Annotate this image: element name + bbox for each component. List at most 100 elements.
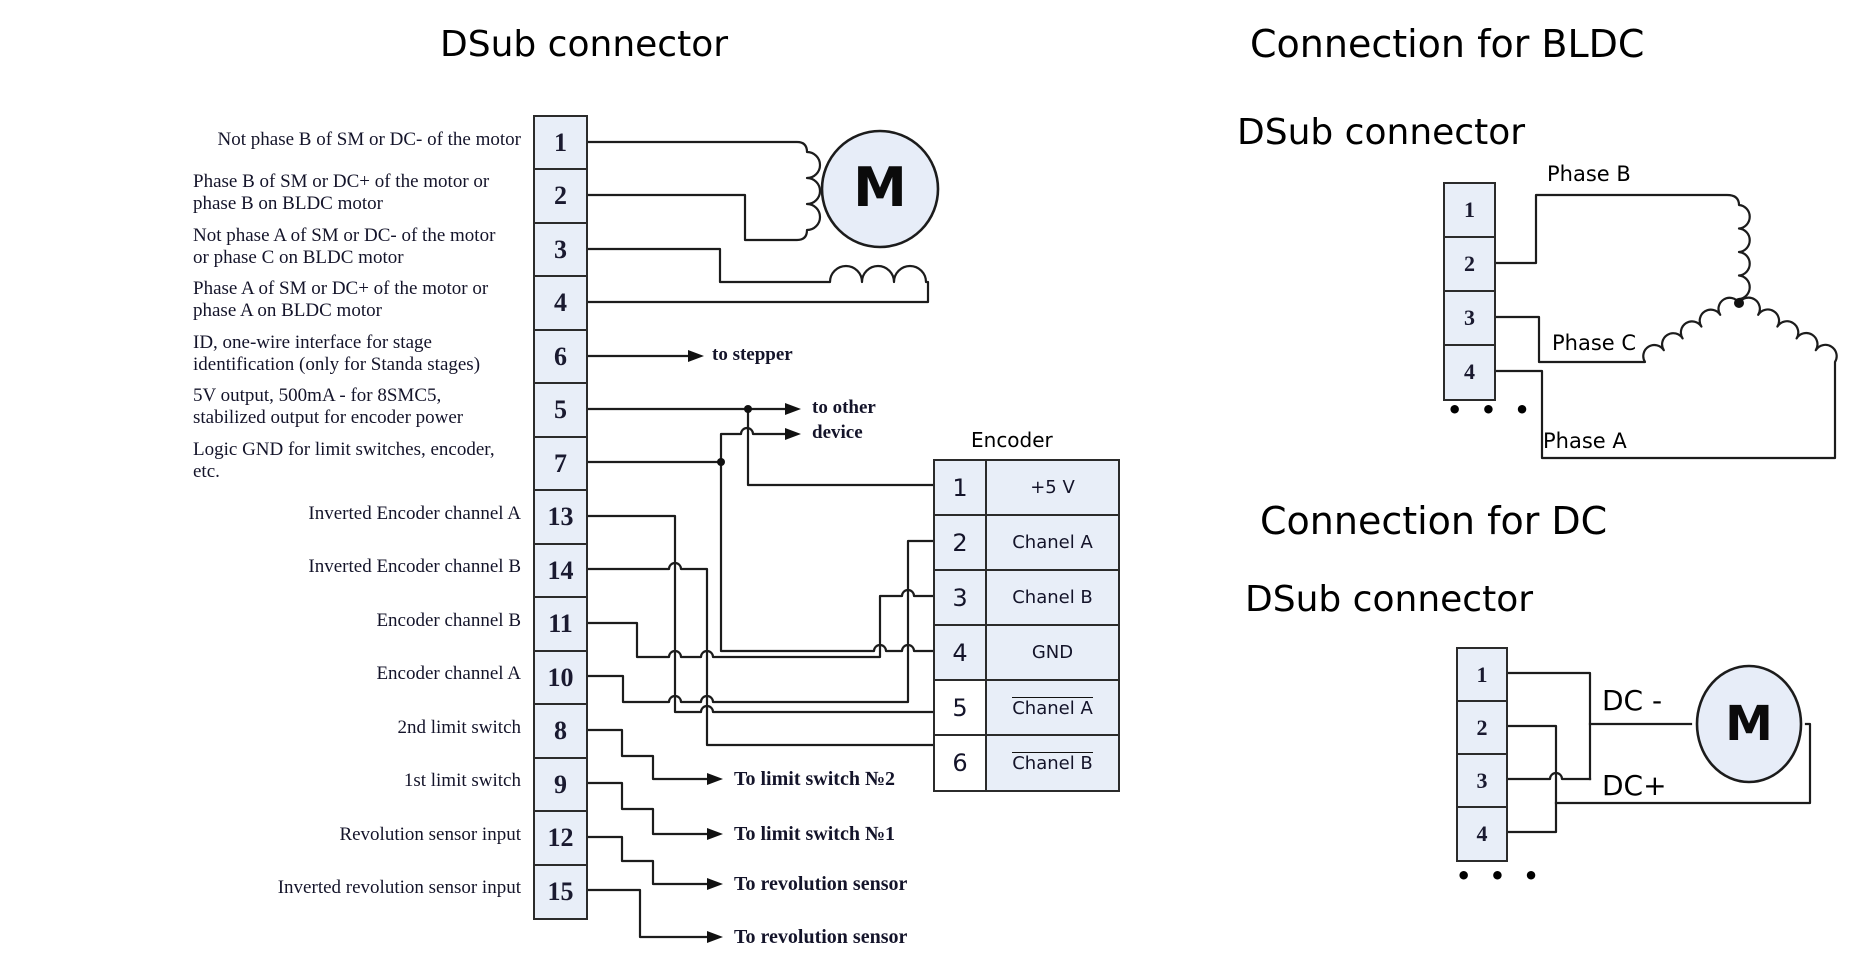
arrow-to-stepper bbox=[688, 350, 704, 362]
dsub-pin-cell-9-number: 9 bbox=[554, 769, 567, 799]
annotation-to-other: to other bbox=[812, 397, 876, 418]
pin-label-13-line-1: Inverted Encoder channel A bbox=[308, 503, 521, 524]
dsub-pin-cell-12-number: 12 bbox=[547, 823, 574, 853]
pin-label-5-line-2: stabilized output for encoder power bbox=[193, 407, 464, 428]
dsub-pin-cell-5: 5 bbox=[533, 382, 588, 439]
pin-label-8: 2nd limit switch bbox=[193, 717, 522, 739]
dc-minus-label: DC - bbox=[1602, 684, 1663, 717]
arrow-limit1 bbox=[707, 828, 723, 840]
bldc-title: Connection for BLDC bbox=[1250, 22, 1645, 66]
pin-label-8-line-1: 2nd limit switch bbox=[397, 717, 522, 738]
pin-label-11: Encoder channel B bbox=[193, 610, 521, 632]
dsub-pin-cell-2-number: 2 bbox=[554, 181, 567, 211]
pin-label-9-line-1: 1st limit switch bbox=[403, 770, 521, 791]
bldc-pin-cell-1: 1 bbox=[1443, 182, 1496, 239]
dc-pin-cell-2-number: 2 bbox=[1476, 714, 1488, 740]
pin-label-10: Encoder channel A bbox=[193, 663, 521, 685]
pin-label-10-line-1: Encoder channel A bbox=[376, 663, 521, 684]
bldc-pin-cell-3-number: 3 bbox=[1464, 305, 1475, 331]
pin-label-13: Inverted Encoder channel A bbox=[193, 503, 521, 525]
dsub-pin-cell-10: 10 bbox=[533, 650, 588, 706]
annotation-revolution-sensor-top: To revolution sensor bbox=[734, 873, 908, 895]
dsub-pin-cell-7-number: 7 bbox=[554, 448, 567, 478]
dsub-pin-cell-6: 6 bbox=[533, 329, 588, 385]
dsub-pin-cell-5-number: 5 bbox=[554, 395, 567, 425]
wire-pin12-revsensor bbox=[586, 835, 709, 886]
pin-label-12: Revolution sensor input bbox=[193, 824, 521, 846]
dc-pin-cell-3: 3 bbox=[1456, 753, 1508, 809]
pin-label-3-line-1: Not phase A of SM or DC- of the motor bbox=[193, 225, 496, 246]
pin-label-14: Inverted Encoder channel B bbox=[193, 556, 521, 578]
encoder-title: Encoder bbox=[971, 428, 1053, 452]
bldc-pin-cell-1-number: 1 bbox=[1464, 197, 1475, 223]
dsub-pin-cell-3: 3 bbox=[533, 222, 588, 278]
stepper-motor-label: M bbox=[853, 156, 907, 219]
bldc-connector-ellipsis: • • • bbox=[1447, 396, 1535, 424]
pin-label-15: Inverted revolution sensor input bbox=[193, 877, 521, 899]
dsub-pin-cell-1-number: 1 bbox=[554, 127, 567, 157]
arrow-rev-top bbox=[707, 878, 723, 890]
wire-dc-pin1 bbox=[1506, 671, 1592, 781]
wire-pin13-to-encoder5 bbox=[586, 514, 935, 714]
encoder-row-3-number: 3 bbox=[935, 571, 987, 625]
encoder-row-3-signal: Chanel B bbox=[1012, 587, 1093, 609]
wire-pin9-limit1 bbox=[586, 781, 709, 836]
encoder-row-5-number: 5 bbox=[935, 681, 987, 735]
dc-pin-cell-2: 2 bbox=[1456, 700, 1508, 756]
arrow-device bbox=[785, 428, 801, 440]
dc-pin-cell-3-number: 3 bbox=[1476, 767, 1488, 793]
dsub-pin-cell-9: 9 bbox=[533, 757, 588, 813]
encoder-row-1-label: +5 V bbox=[987, 461, 1118, 515]
phase-c-label: Phase C bbox=[1552, 331, 1637, 355]
dsub-pin-cell-12: 12 bbox=[533, 810, 588, 867]
pin-label-6-line-2: identification (only for Standa stages) bbox=[193, 354, 481, 375]
dsub-pin-cell-13-number: 13 bbox=[547, 502, 574, 532]
left-diagram-title: DSub connector bbox=[440, 24, 729, 65]
dsub-pin-cell-14-number: 14 bbox=[547, 555, 574, 585]
dsub-pin-cell-4-number: 4 bbox=[554, 288, 567, 318]
bldc-pin-cell-3: 3 bbox=[1443, 290, 1496, 347]
encoder-row-5-label: Chanel A bbox=[987, 681, 1118, 735]
pin-label-12-line-1: Revolution sensor input bbox=[339, 824, 521, 845]
bldc-star-windings bbox=[1494, 193, 1838, 460]
pin-label-5: 5V output, 500mA - for 8SMC5,stabilized … bbox=[193, 385, 521, 429]
encoder-row-4-label: GND bbox=[987, 626, 1118, 680]
bldc-subtitle: DSub connector bbox=[1237, 112, 1526, 153]
encoder-row-3: 3 Chanel B bbox=[933, 569, 1120, 627]
encoder-row-3-label: Chanel B bbox=[987, 571, 1118, 625]
arrow-to-other bbox=[785, 403, 801, 415]
pin-label-14-line-1: Inverted Encoder channel B bbox=[308, 556, 521, 577]
dsub-pin-cell-6-number: 6 bbox=[554, 341, 567, 371]
dsub-pin-cell-8-number: 8 bbox=[554, 716, 567, 746]
encoder-row-6-signal: Chanel B bbox=[1012, 751, 1093, 774]
pin-label-7-line-1: Logic GND for limit switches, encoder, bbox=[193, 439, 495, 460]
pin-label-4-line-2: phase A on BLDC motor bbox=[193, 300, 382, 321]
wire-dc-pins2-4 bbox=[1506, 724, 1558, 834]
wire-pin10-to-encoder2 bbox=[586, 539, 935, 704]
wire-pin8-limit2 bbox=[586, 728, 709, 781]
encoder-row-4-signal: GND bbox=[1031, 642, 1074, 664]
phase-b-label: Phase B bbox=[1547, 162, 1631, 186]
dsub-pin-cell-13: 13 bbox=[533, 489, 588, 546]
wire-phase-b-winding bbox=[586, 140, 822, 242]
dc-connector-ellipsis: • • • bbox=[1456, 862, 1544, 890]
encoder-row-1-signal: +5 V bbox=[1030, 477, 1075, 499]
wire-pin7-to-encoder4 bbox=[719, 460, 935, 653]
arrow-rev-bottom bbox=[707, 931, 723, 943]
encoder-row-4-number: 4 bbox=[935, 626, 987, 680]
bldc-pin-cell-2-number: 2 bbox=[1464, 251, 1475, 277]
dsub-pin-cell-14: 14 bbox=[533, 543, 588, 599]
wire-pin15-revsensor bbox=[586, 888, 709, 939]
dsub-pin-cell-15-number: 15 bbox=[547, 876, 574, 906]
pin-label-6-line-1: ID, one-wire interface for stage bbox=[193, 332, 432, 353]
dc-pin-cell-1: 1 bbox=[1456, 647, 1508, 703]
encoder-row-1: 1+5 V bbox=[933, 459, 1120, 517]
dsub-pin-cell-11: 11 bbox=[533, 596, 588, 653]
dc-pin-cell-1-number: 1 bbox=[1476, 661, 1488, 687]
encoder-row-2-signal: Chanel A bbox=[1012, 532, 1093, 554]
